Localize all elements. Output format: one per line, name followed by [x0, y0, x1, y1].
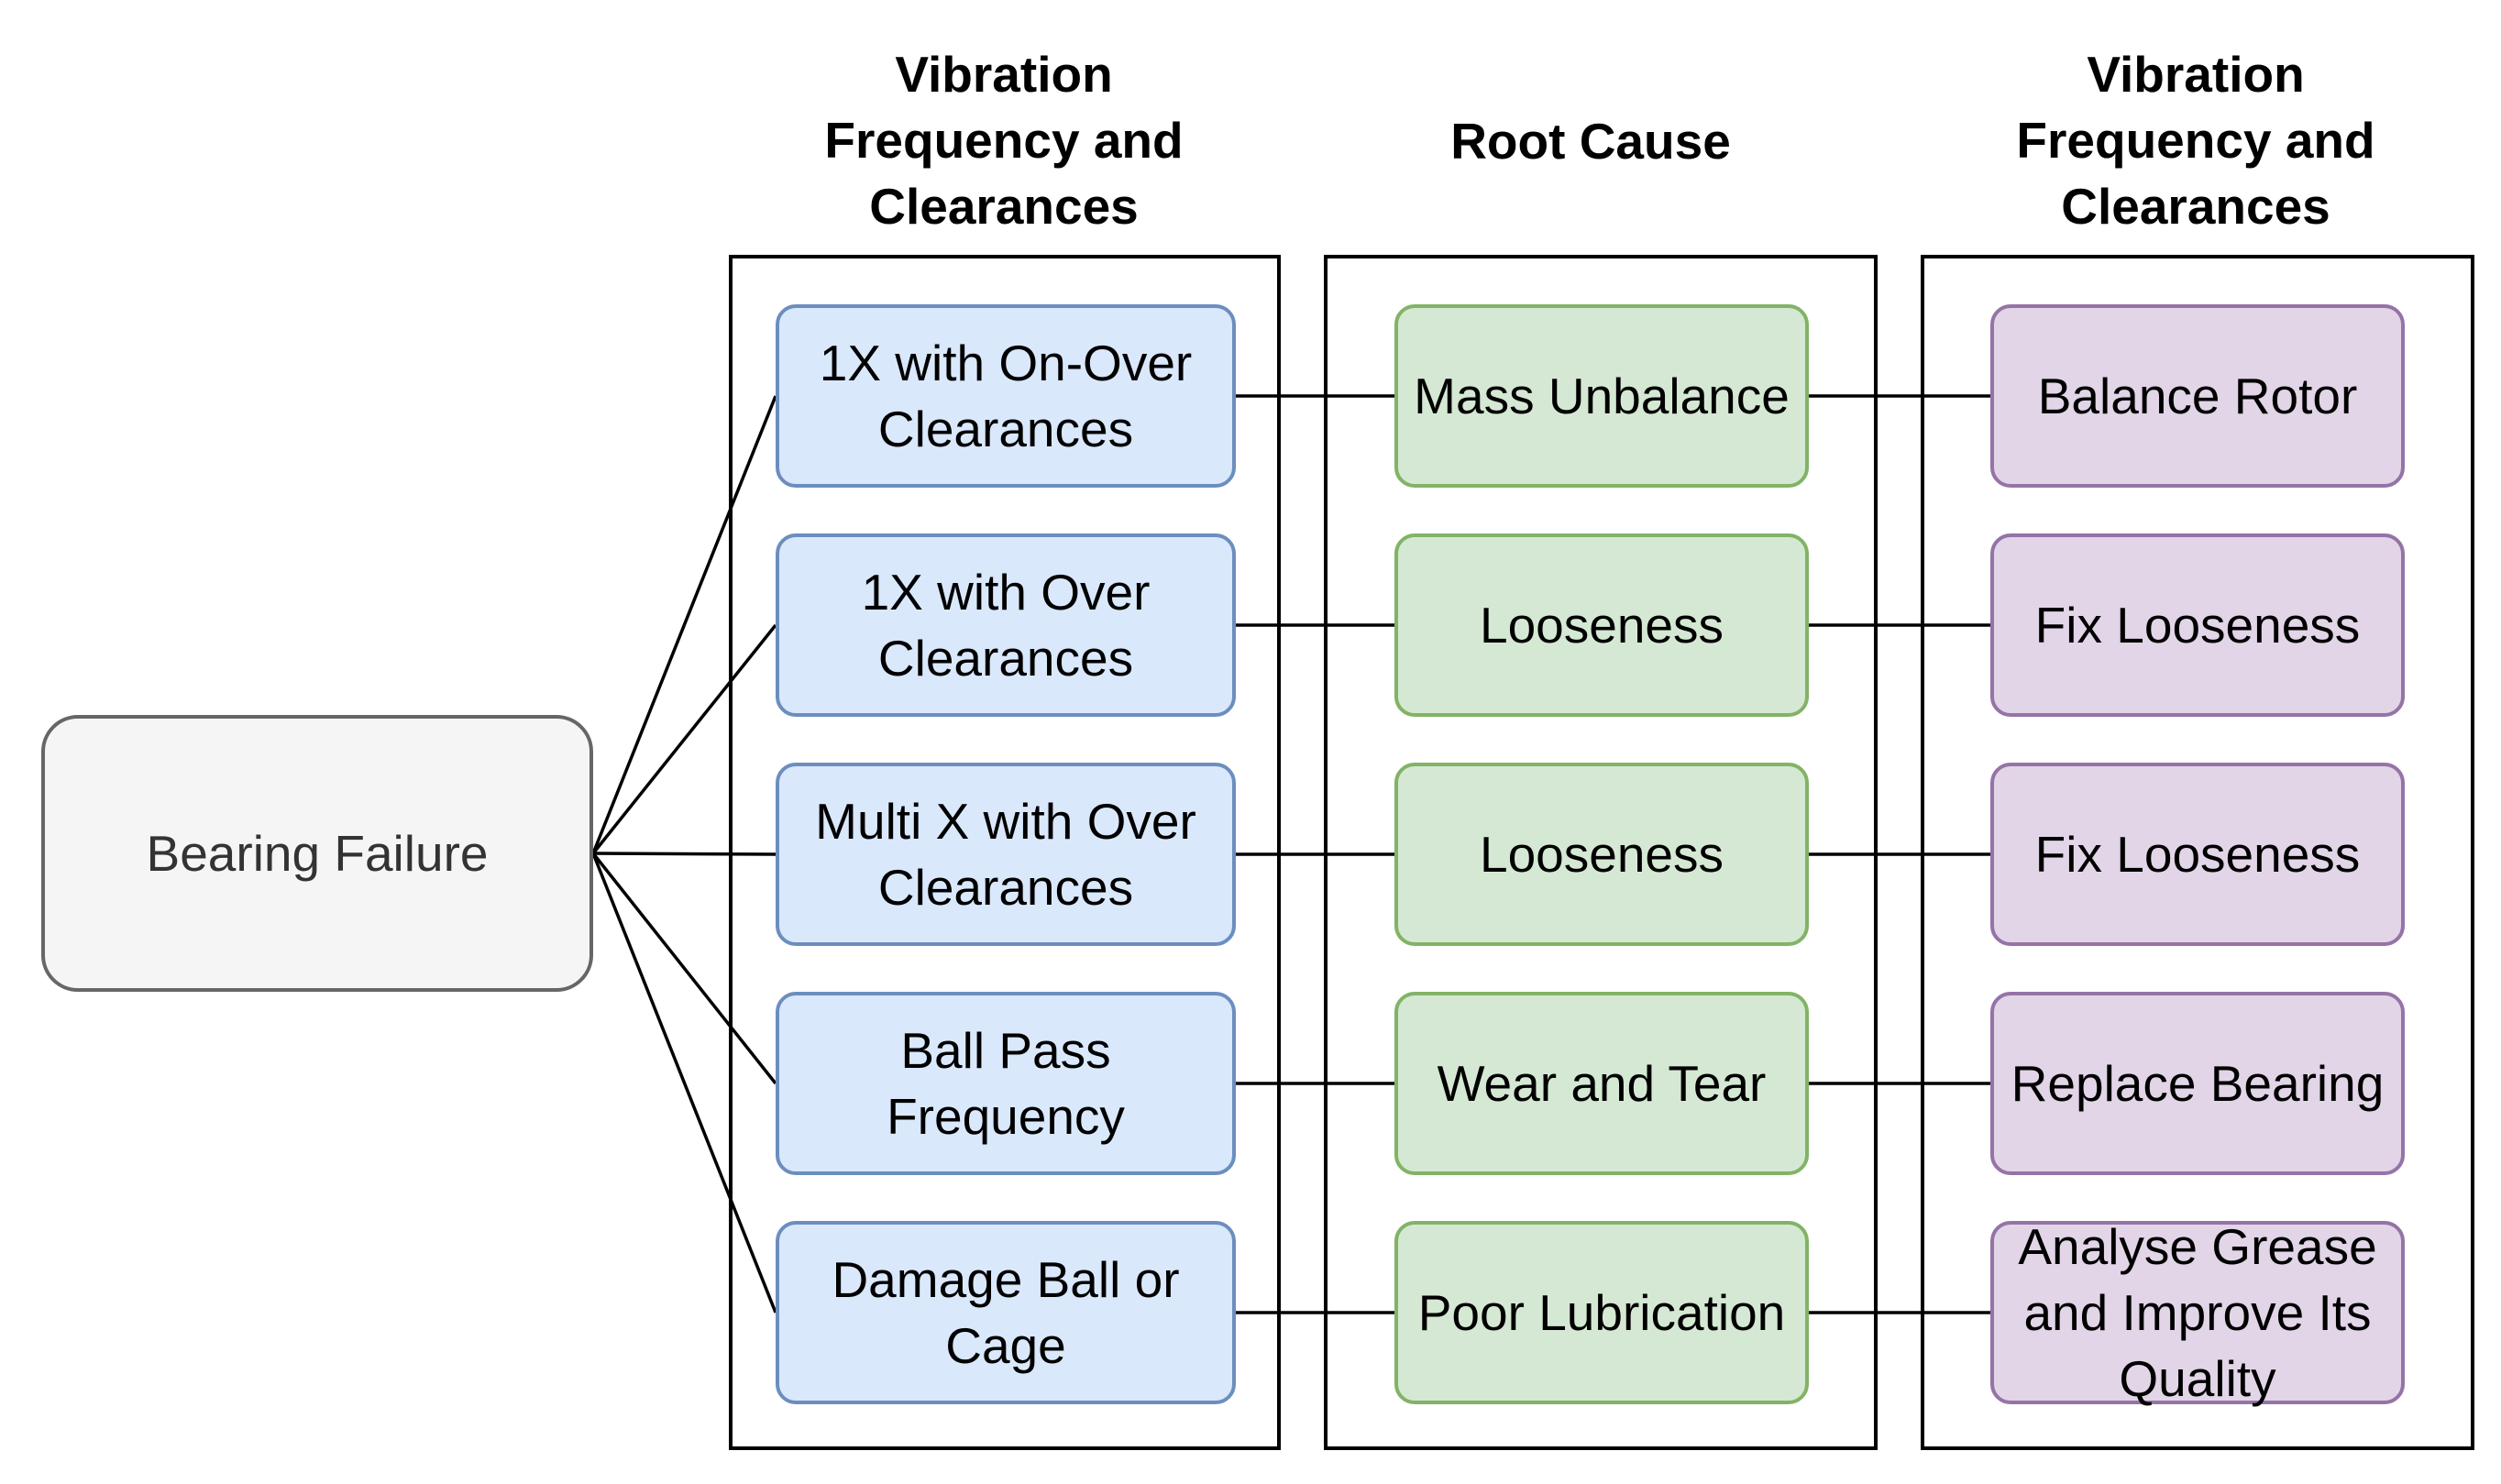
cause-label: Poor Lubrication [1417, 1284, 1786, 1341]
action-label: Balance Rotor [2037, 368, 2358, 424]
cause-node-2: Looseness [1394, 533, 1809, 717]
cause-label: Looseness [1479, 826, 1724, 883]
cause-label: Looseness [1479, 597, 1724, 654]
column-title-remedy: Vibration Frequency and Clearances [2016, 46, 2375, 235]
frequency-label: Damage Ball or Cage [832, 1251, 1180, 1374]
remedy-column-frame [1921, 255, 2474, 1450]
frequency-column-frame [729, 255, 1281, 1450]
edge-root-to-frequency-3 [592, 852, 777, 856]
root-node-bearing-failure: Bearing Failure [41, 715, 593, 992]
cause-node-3: Looseness [1394, 763, 1809, 946]
cause-label: Mass Unbalance [1414, 368, 1790, 424]
cause-node-4: Wear and Tear [1394, 992, 1809, 1175]
frequency-node-2: 1X with Over Clearances [776, 533, 1236, 717]
action-node-1: Balance Rotor [1990, 304, 2405, 488]
frequency-node-5: Damage Ball or Cage [776, 1221, 1236, 1404]
root-cause-column-frame [1324, 255, 1878, 1450]
action-node-5: Analyse Grease and Improve Its Quality [1990, 1218, 2405, 1407]
edge-root-to-frequency-5 [591, 852, 777, 1314]
frequency-label: 1X with On-Over Clearances [819, 335, 1193, 457]
frequency-node-3: Multi X with Over Clearances [776, 763, 1236, 946]
column-title-root-cause: Root Cause [1450, 113, 1731, 170]
action-label: Analyse Grease and Improve Its Quality [2018, 1218, 2377, 1407]
frequency-node-1: 1X with On-Over Clearances [776, 304, 1236, 488]
frequency-label: Ball Pass Frequency [887, 1022, 1125, 1145]
frequency-label: 1X with Over Clearances [861, 564, 1151, 687]
edge-root-to-frequency-2 [591, 623, 777, 855]
edge-root-to-frequency-4 [591, 852, 777, 1085]
action-node-3: Fix Looseness [1990, 763, 2405, 946]
action-label: Replace Bearing [2011, 1055, 2385, 1112]
action-label: Fix Looseness [2034, 597, 2361, 654]
edge-root-to-frequency-1 [591, 395, 777, 854]
frequency-node-4: Ball Pass Frequency [776, 992, 1236, 1175]
cause-label: Wear and Tear [1437, 1055, 1767, 1112]
action-node-2: Fix Looseness [1990, 533, 2405, 717]
frequency-label: Multi X with Over Clearances [815, 793, 1196, 916]
cause-node-5: Poor Lubrication [1394, 1221, 1809, 1404]
action-node-4: Replace Bearing [1990, 992, 2405, 1175]
column-title-frequency: Vibration Frequency and Clearances [824, 46, 1184, 235]
root-node-label: Bearing Failure [146, 825, 489, 882]
cause-node-1: Mass Unbalance [1394, 304, 1809, 488]
action-label: Fix Looseness [2034, 826, 2361, 883]
